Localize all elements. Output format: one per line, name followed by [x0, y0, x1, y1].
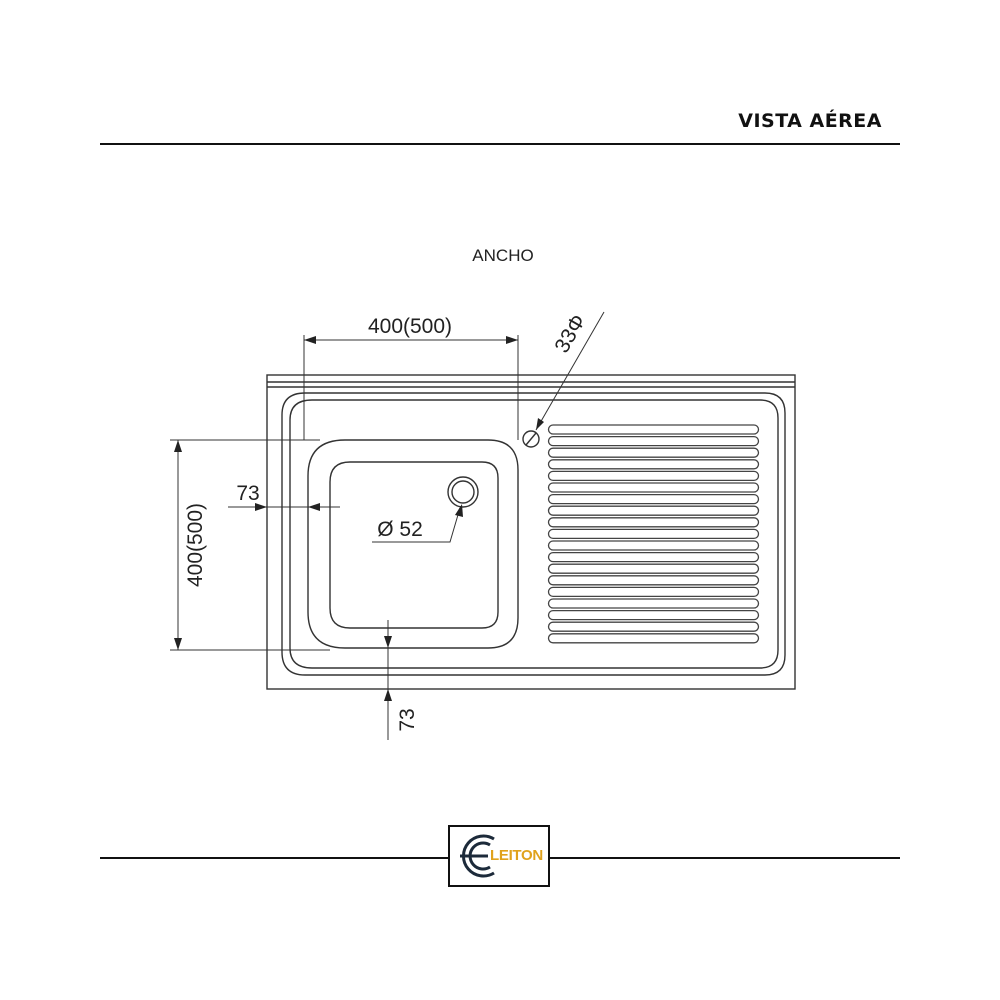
faucet-hole-dimension: 33Φ [550, 311, 590, 357]
bottom-offset-dimension: 73 [396, 708, 419, 731]
drainboard-ribs [547, 424, 760, 644]
drainboard-rib [547, 551, 760, 563]
drainboard-rib [547, 424, 760, 435]
drainboard-rib [547, 586, 760, 598]
drainboard-rib [547, 459, 760, 470]
view-title: VISTA AÉREA [738, 110, 882, 132]
drainboard-rib [547, 598, 760, 609]
drainboard-rib [547, 621, 760, 632]
width-label: ANCHO [472, 246, 534, 265]
logo-text: LEITON [490, 847, 543, 864]
drainboard-rib [547, 517, 760, 528]
bowl-depth-dimension: 400(500) [184, 503, 207, 587]
brand-logo: LEITON [448, 825, 550, 887]
bowl-width-dimension: 400(500) [368, 315, 452, 338]
drainboard-rib [547, 435, 760, 447]
drainboard-rib [547, 482, 760, 493]
sink-outer-edge [266, 374, 796, 690]
sink-bowl [307, 439, 519, 649]
drainboard-rib [547, 633, 760, 644]
drainboard-rib [547, 563, 760, 574]
drainboard-rib [547, 540, 760, 551]
drain-outer [447, 476, 479, 508]
drainboard-rib [547, 505, 760, 516]
drainboard-rib [547, 609, 760, 621]
drainboard-rib [547, 493, 760, 505]
drainboard-rib [547, 528, 760, 540]
logo-c-icon [460, 834, 495, 878]
left-offset-dimension: 73 [236, 482, 259, 505]
drainboard-rib [547, 447, 760, 458]
header-rule [100, 143, 900, 145]
faucet-hole [522, 430, 540, 448]
sink-rim [281, 392, 786, 676]
drainboard-rib [547, 575, 760, 586]
drainboard-rib [547, 470, 760, 482]
drain-diameter-dimension: Ø 52 [377, 518, 423, 541]
